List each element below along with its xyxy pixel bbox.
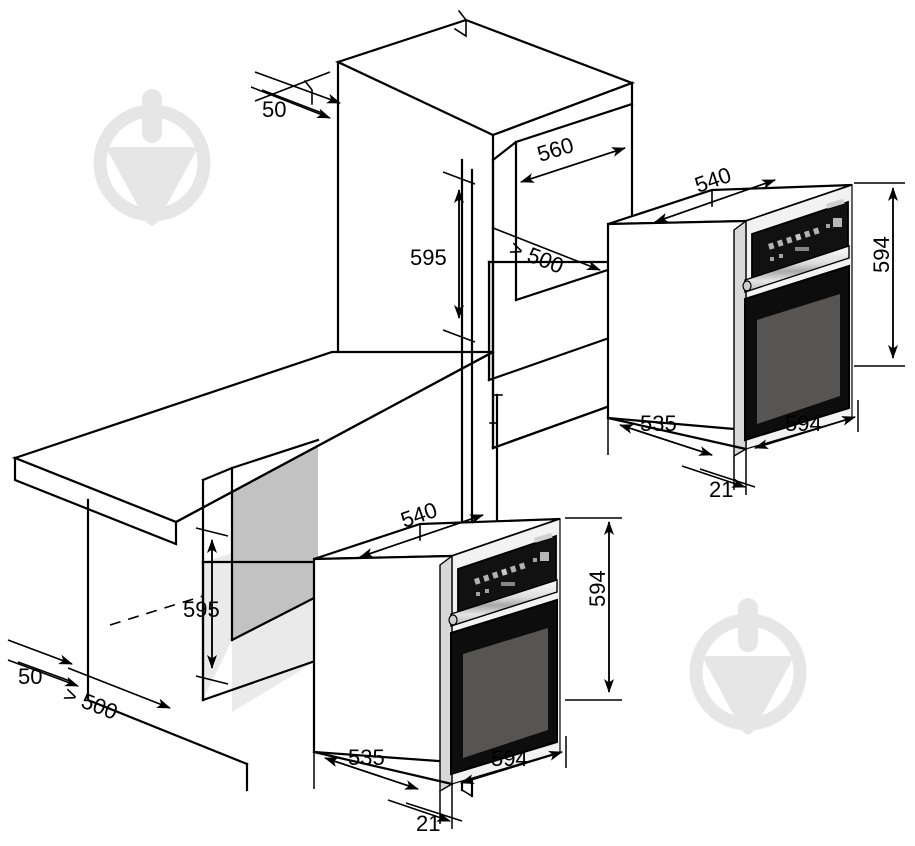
upper-oven-handle-end-cap: [742, 280, 752, 292]
dim-label-594-width-bottom: 594: [491, 746, 528, 771]
lower-oven: [312, 517, 561, 793]
upper-oven-left-face: [606, 219, 748, 432]
dim-label-21-bottom: 21: [416, 811, 440, 836]
dimensions-lower-cabinet: 595 50 > 500: [7, 527, 229, 725]
lower-niche-hidden-edge: [109, 595, 204, 626]
upper-oven-brand-mark: [826, 198, 845, 209]
lower-oven-bottom-edge: [312, 750, 454, 786]
dim-label-594-height-bottom: 594: [585, 570, 610, 607]
upper-oven-display-glyphs: [768, 218, 842, 261]
lower-oven-brand-mark: [534, 532, 553, 543]
upper-oven-door-window: [757, 294, 840, 424]
cabinet-mid-divider-base: [460, 788, 474, 798]
dimensions-upper-oven: 540 594 594 535 21: [607, 162, 905, 502]
upper-oven: [606, 183, 853, 458]
dim-label-500-bottom: > 500: [60, 681, 121, 724]
dim-label-50-top: 50: [262, 97, 286, 122]
watermark-bottom-right: [696, 598, 800, 735]
worktop-front-edge: [13, 456, 178, 546]
worktop-right-edge: [174, 350, 495, 524]
dimensions-lower-oven: 540 594 594 535 21: [313, 497, 622, 836]
dim-label-594-width-top: 594: [785, 411, 822, 436]
upper-cabinet: [303, 9, 636, 450]
upper-cabinet-rear-notch-left: [303, 79, 313, 105]
dim-label-50-bottom: 50: [18, 664, 42, 689]
upper-cabinet-rear-notch: [453, 9, 467, 38]
dim-label-535-bottom: 535: [348, 745, 385, 770]
lower-oven-door-window: [463, 628, 548, 758]
dim-label-595-bottom: 595: [183, 597, 220, 622]
lower-niche-back-bottom: [230, 594, 320, 642]
lower-niche-floor: [203, 553, 232, 700]
lower-oven-left-face: [312, 554, 454, 764]
lower-cabinet: [11, 158, 503, 798]
lower-oven-display-glyphs: [474, 552, 549, 596]
dim-label-594-height-top: 594: [869, 236, 894, 273]
dim-label-535-top: 535: [640, 411, 677, 436]
lower-oven-handle-end-cap: [448, 614, 458, 626]
upper-oven-bottom-edge: [606, 416, 748, 451]
lower-cabinet-floor-front: [86, 698, 249, 766]
watermark-top-left: [100, 89, 204, 226]
lower-niche-floor-front: [201, 658, 320, 702]
lower-niche-back-panel: [232, 440, 318, 640]
dim-label-21-top: 21: [709, 477, 733, 502]
dim-label-595-top: 595: [410, 245, 447, 270]
